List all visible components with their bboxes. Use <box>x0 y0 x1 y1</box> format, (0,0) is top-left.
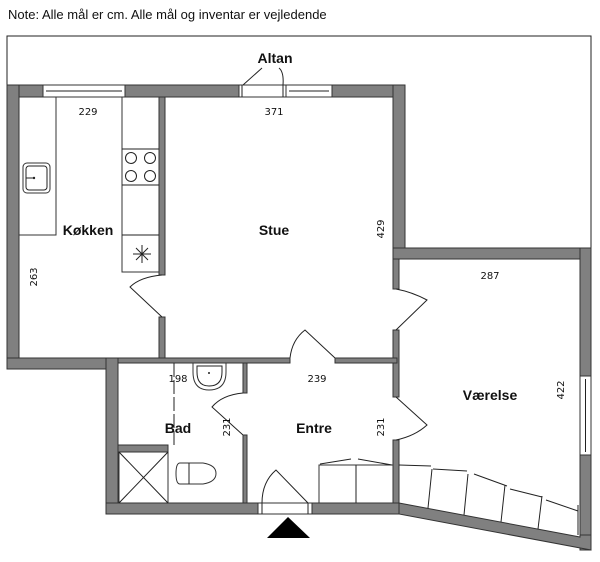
balcony-outline <box>6 35 592 248</box>
dim-entry-width: 239 <box>307 374 326 385</box>
kitchen-counter-right <box>121 96 160 273</box>
bath-door[interactable] <box>211 392 244 436</box>
sink-icon <box>22 162 51 194</box>
dim-living-depth: 429 <box>376 219 387 238</box>
entrance-arrow-icon <box>267 517 310 538</box>
room-label-living: Stue <box>259 222 290 238</box>
bedroom-door-lower[interactable] <box>395 396 428 441</box>
windows <box>42 84 592 456</box>
dim-bath-width: 198 <box>168 374 187 385</box>
bedroom-door-upper[interactable] <box>395 288 428 331</box>
dim-kitchen-depth: 263 <box>29 267 40 286</box>
kitchen-door[interactable] <box>129 274 163 318</box>
dim-kitchen-width: 229 <box>78 107 97 118</box>
toilet-icon <box>175 462 217 485</box>
dim-living-width: 371 <box>264 107 283 118</box>
dim-entry-depth: 231 <box>376 417 387 436</box>
staircase <box>398 464 579 535</box>
dim-bedroom-depth: 422 <box>556 380 567 399</box>
room-label-bedroom: Værelse <box>463 387 518 403</box>
room-label-bath: Bad <box>165 420 191 436</box>
room-label-kitchen: Køkken <box>63 222 114 238</box>
shower-icon <box>118 451 169 504</box>
kitchen-counter-left <box>18 96 57 236</box>
dim-bedroom-width: 287 <box>480 271 499 282</box>
room-label-altan: Altan <box>258 50 293 66</box>
balcony-door[interactable] <box>238 67 287 98</box>
entry-wardrobe <box>318 458 394 504</box>
stove-icon <box>125 152 156 182</box>
walls <box>6 84 592 551</box>
plan-note: Note: Alle mål er cm. Alle mål og invent… <box>8 7 327 22</box>
entrance-door[interactable] <box>257 469 313 515</box>
living-entry-door[interactable] <box>289 329 336 359</box>
dim-bath-depth: 231 <box>222 417 233 436</box>
fridge-icon <box>133 245 151 263</box>
room-label-entry: Entre <box>296 420 332 436</box>
washbasin-icon <box>192 362 227 391</box>
